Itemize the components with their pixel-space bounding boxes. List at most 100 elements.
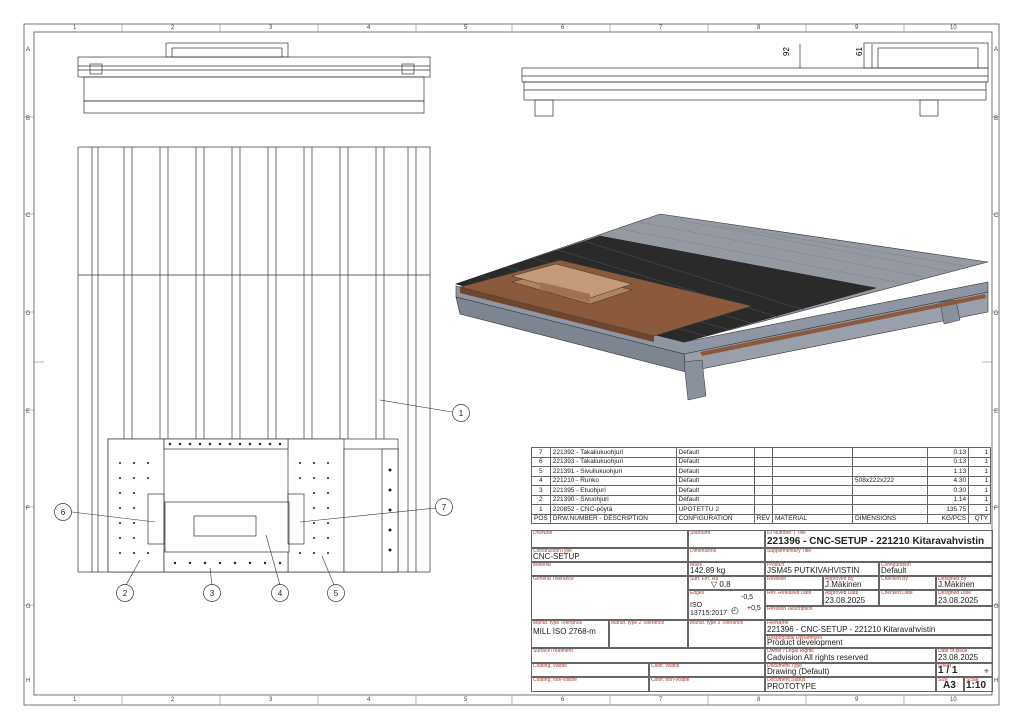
zone-col-7-bottom: 7 xyxy=(659,697,663,703)
zone-row-g-right: G xyxy=(994,604,999,610)
bom-cell-desc: 221395 - Etuohjuri xyxy=(549,485,677,496)
owner-label: Owner / Legal Rights xyxy=(767,648,814,654)
configuration-label: Configuration xyxy=(881,562,911,568)
bom-cell-pos: POS xyxy=(531,513,551,524)
bom-cell-config: CONFIGURATION xyxy=(675,513,755,524)
cell-supplementary: Supplementary Title xyxy=(765,548,993,562)
zone-col-4-bottom: 4 xyxy=(367,697,371,703)
cell-checked-date: Checked Date xyxy=(879,590,936,606)
cell-manuf1: Manuf. type Tolerance MILL ISO 2768-m xyxy=(531,620,609,648)
bom-cell-rev xyxy=(753,456,774,467)
zone-col-3: 3 xyxy=(269,25,273,31)
cell-id-title: ID Number | Title 221396 - CNC-SETUP - 2… xyxy=(765,530,993,548)
cell-date-issue: Date of Issue 23.08.2025 xyxy=(936,648,993,663)
bom-cell-pos: 2 xyxy=(531,494,551,505)
bom-cell-material xyxy=(772,485,854,496)
configuration-value: Default xyxy=(881,565,907,575)
zone-row-c: C xyxy=(26,213,31,219)
zone-col-8: 8 xyxy=(757,25,761,31)
bom-cell-config: Default xyxy=(675,485,755,496)
cell-size: Size A3 xyxy=(936,677,964,692)
approved-by-value: J.Mäkinen xyxy=(825,579,862,589)
zone-row-h-right: H xyxy=(994,678,999,684)
coating-nonvisible-label: Coating, non-visible xyxy=(533,677,577,683)
cell-designed-by: Designed By J.Mäkinen xyxy=(936,576,993,590)
projection-symbol-icon: ⌖ xyxy=(983,666,989,676)
bom-cell-qty: QTY xyxy=(968,513,991,524)
approved-by-label: Approved By xyxy=(825,576,854,582)
zone-col-7: 7 xyxy=(659,25,663,31)
balloon-2: 2 xyxy=(123,589,128,598)
bom-cell-pos: 1 xyxy=(531,504,551,515)
bom-cell-kg: 0.13 xyxy=(926,456,970,467)
bom-cell-kg: 0.30 xyxy=(926,485,970,496)
bom-cell-rev xyxy=(753,475,774,486)
edge-minus: -0,5 xyxy=(741,594,754,601)
bom-cell-pos: 4 xyxy=(531,475,551,486)
size-value: A3 xyxy=(943,679,956,691)
mass-label: Mass xyxy=(690,562,702,568)
filename-label: FileName xyxy=(767,620,789,626)
outer-border xyxy=(23,23,1000,706)
general-tolerance-label: General Tolerance xyxy=(533,576,574,582)
bom-cell-kg: KG/PCS xyxy=(926,513,970,524)
bom-cell-pos: 7 xyxy=(531,447,551,458)
bom-cell-material xyxy=(772,456,854,467)
zone-ticks xyxy=(24,24,999,705)
checked-date-label: Checked Date xyxy=(881,590,913,596)
bom-cell-pos: 6 xyxy=(531,456,551,467)
docstatus-label: Document Status xyxy=(767,677,806,683)
standard-label: Standard xyxy=(690,530,711,536)
bom-cell-material xyxy=(772,447,854,458)
cell-doctype: Document Type Drawing (Default) xyxy=(765,663,936,677)
docstatus-value: PROTOTYPE xyxy=(767,681,817,691)
zone-row-a: A xyxy=(26,47,31,53)
cell-edges: Edges ISO 13715:2017 -0,5 +0,5 ◴ xyxy=(688,590,765,620)
color-visible-label: Color, visible xyxy=(651,663,680,669)
bom-cell-qty: 1 xyxy=(968,504,991,515)
bom-cell-kg: 1.14 xyxy=(926,494,970,505)
plate-holes xyxy=(119,442,392,565)
dimensions-label: Dimensions xyxy=(690,548,717,554)
edge-plus: +0,5 xyxy=(747,605,761,612)
cell-resp-dept: Responsible Department Product developme… xyxy=(765,635,993,648)
bom-cell-material xyxy=(772,466,854,477)
bom-cell-config: Default xyxy=(675,456,755,467)
owner-value: Cadvision All rights reserved xyxy=(767,652,868,662)
zone-col-2-bottom: 2 xyxy=(171,697,175,703)
rev-released-label: Rev. Released Date xyxy=(767,590,812,596)
bom-cell-qty: 1 xyxy=(968,466,991,477)
doctype-label: Document Type xyxy=(767,663,802,669)
sheet-label: Sheet xyxy=(938,663,952,669)
sheet-value: 1 / 1 xyxy=(938,664,958,676)
bom-cell-kg: 1.13 xyxy=(926,466,970,477)
rev-description-label: Revision Description xyxy=(767,606,813,612)
zone-row-c-right: C xyxy=(994,213,999,219)
edges-standard: ISO 13715:2017 xyxy=(690,602,727,617)
product-value: JSM45 PUTKIVAHVISTIN xyxy=(767,565,860,575)
edge-symbol-icon: ◴ xyxy=(731,605,739,615)
constructiontype-label: ConstructionType xyxy=(533,548,572,554)
bom-cell-rev xyxy=(753,447,774,458)
coating-visible-label: Coating, visible xyxy=(533,663,567,669)
cell-constructiontype: ConstructionType CNC-SETUP xyxy=(531,548,688,562)
bom-cell-dims: DIMENSIONS xyxy=(852,513,928,524)
cell-standard: Standard xyxy=(688,530,765,548)
manuf1-label: Manuf. type Tolerance xyxy=(533,620,583,626)
cell-coating-visible: Coating, visible xyxy=(531,663,649,677)
cell-surface-treatment: SurfaceTreatment xyxy=(531,648,765,663)
scale-value: 1:10 xyxy=(966,679,987,691)
cell-product: Product JSM45 PUTKIVAHVISTIN xyxy=(765,562,879,576)
cell-checked-by: Checked By xyxy=(879,576,936,590)
zone-row-b: B xyxy=(26,116,31,122)
bom-cell-material xyxy=(772,475,854,486)
zone-col-6-bottom: 6 xyxy=(561,697,565,703)
bom-cell-dims xyxy=(852,466,928,477)
balloon-7: 7 xyxy=(442,503,447,512)
